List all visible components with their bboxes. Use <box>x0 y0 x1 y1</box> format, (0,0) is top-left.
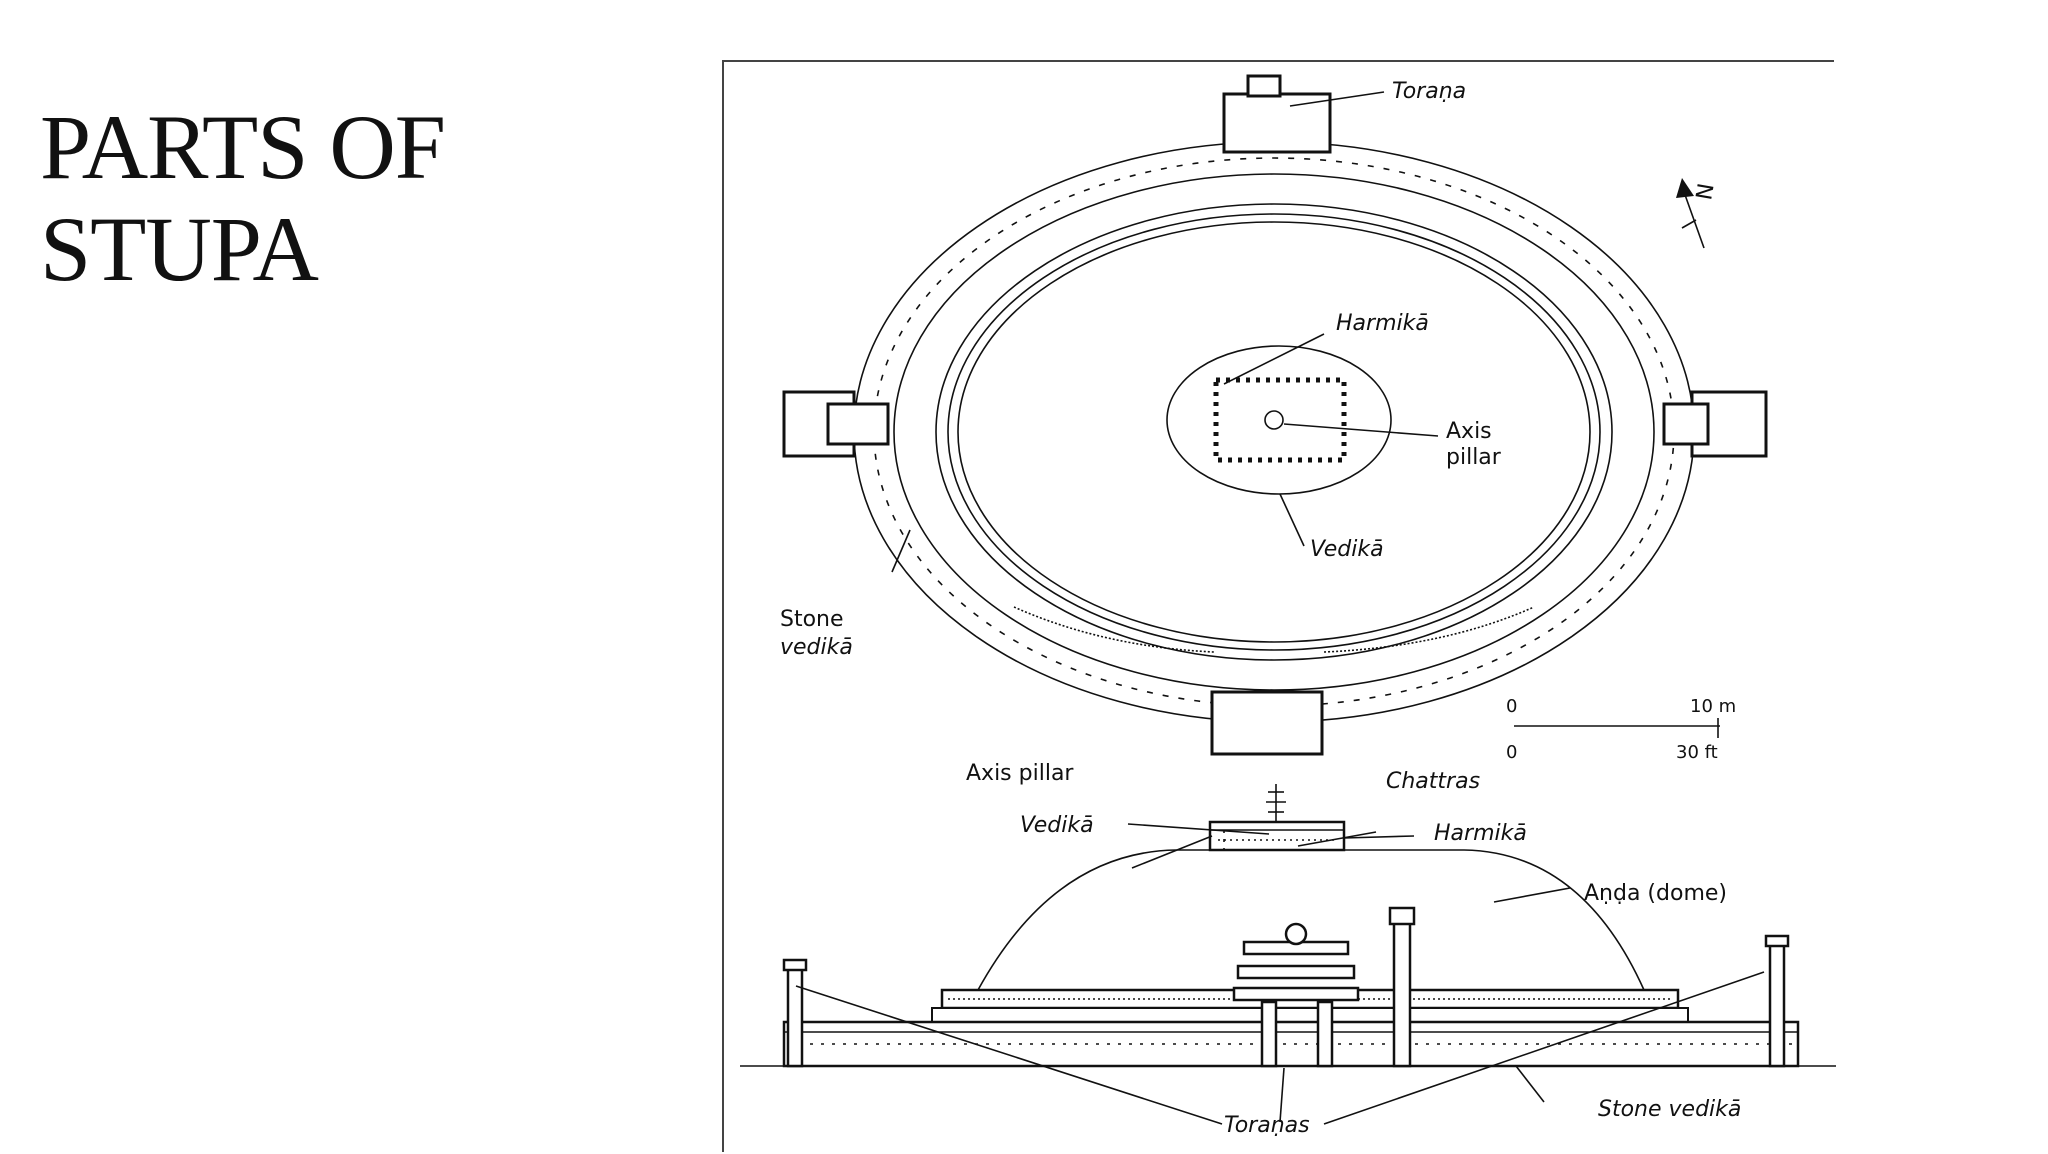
elev-drum <box>931 1007 1689 1023</box>
plan-gateway-north-post <box>1246 74 1282 98</box>
stupa-plan: N <box>782 74 1768 756</box>
elev-torana-west <box>786 964 804 1068</box>
label-torana: Toraṇa <box>1392 79 1466 104</box>
label-scale-0ft: 0 <box>1506 742 1517 763</box>
label-stone-vedika-elev: Stone vedikā <box>1598 1097 1741 1122</box>
leader-vedika-elev <box>1131 835 1213 869</box>
leader-toranas-2 <box>1279 1067 1285 1123</box>
leader-chattras <box>1297 831 1377 847</box>
plan-railing-slabs <box>873 157 1675 707</box>
leader-torana <box>1289 91 1385 107</box>
title-line-1: PARTS OF <box>40 96 446 198</box>
elev-torana-east <box>1768 940 1786 1068</box>
slide-title: PARTS OF STUPA <box>40 96 446 300</box>
label-stone-vedika-plan-1: Stone <box>780 607 844 632</box>
north-label: N <box>1689 181 1716 202</box>
elev-torana-beam-3 <box>1232 986 1360 1002</box>
leader-axis-elev <box>1127 823 1270 835</box>
plan-gateways <box>782 74 1768 756</box>
plan-gateway-south <box>1210 690 1324 756</box>
label-anda: Aṇḍa (dome) <box>1584 881 1727 906</box>
elev-torana-center-left-post <box>1260 1000 1278 1068</box>
label-scale-30ft: 30 ft <box>1676 742 1718 763</box>
plan-gateway-west-inner <box>826 402 890 446</box>
leader-stone-vedika-elev <box>1515 1065 1545 1103</box>
label-axis-plan-1: Axis <box>1446 419 1492 444</box>
label-axis-plan-2: pillar <box>1446 445 1502 470</box>
stupa-elevation <box>740 784 1836 1125</box>
leader-vedika <box>1279 493 1305 547</box>
plan-stair-left <box>1013 606 1215 653</box>
plan-outer-railing <box>853 141 1695 723</box>
plan-inner-railing <box>893 173 1655 691</box>
leader-toranas-3 <box>1323 971 1765 1125</box>
elev-torana-finial <box>1284 922 1308 946</box>
label-vedika-elev: Vedikā <box>1020 813 1094 838</box>
stupa-diagram-svg: N Toraṇa Harmikā Axis pillar Vedikā Ston… <box>740 74 1836 1138</box>
elev-torana-center-right-post <box>1316 1000 1334 1068</box>
label-harmika-elev: Harmikā <box>1434 821 1527 846</box>
stupa-diagram: N Toraṇa Harmikā Axis pillar Vedikā Ston… <box>722 60 1836 1152</box>
label-stone-vedika-plan-2: vedikā <box>780 635 853 660</box>
plan-harmika-square <box>1213 377 1347 463</box>
plan-dome-edge <box>957 221 1591 643</box>
elev-pillar <box>1392 920 1412 1068</box>
label-harmika-plan: Harmikā <box>1336 311 1429 336</box>
leader-harmika-elev <box>1343 835 1415 839</box>
label-axis-pillar-elev: Axis pillar <box>966 761 1074 786</box>
leader-stone-vedika <box>891 529 911 573</box>
plan-axis-pillar <box>1264 410 1284 430</box>
plan-stair-right <box>1323 606 1535 653</box>
leader-harmika <box>1223 333 1325 385</box>
leader-toranas-1 <box>795 985 1223 1125</box>
elev-torana-beam-2 <box>1236 964 1356 980</box>
label-scale-0m: 0 <box>1506 696 1517 717</box>
plan-terrace-ring <box>935 203 1613 661</box>
label-vedika-plan: Vedikā <box>1310 537 1384 562</box>
label-toranas: Toraṇas <box>1224 1113 1310 1138</box>
plan-dome-base <box>947 213 1601 651</box>
north-arrow <box>1676 178 1705 249</box>
elev-ground-railing <box>782 1020 1800 1068</box>
plan-gateway-east-inner <box>1662 402 1710 446</box>
elev-harmika <box>1208 820 1346 852</box>
leader-axis <box>1283 423 1439 437</box>
scale-bar <box>1514 718 1720 738</box>
title-line-2: STUPA <box>40 198 319 300</box>
label-chattras: Chattras <box>1386 769 1480 794</box>
elev-toranas <box>782 906 1790 1068</box>
leader-anda <box>1493 887 1571 903</box>
label-scale-10m: 10 m <box>1690 696 1736 717</box>
plan-vedika-circle <box>1166 345 1392 495</box>
